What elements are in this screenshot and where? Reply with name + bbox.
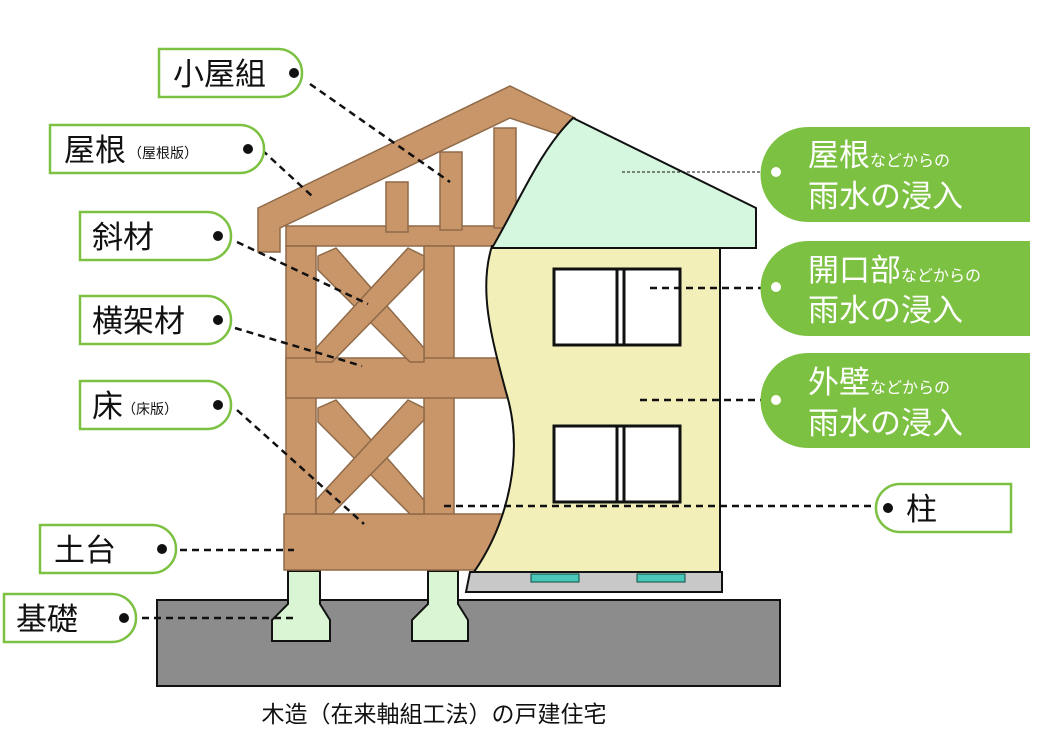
badge-opening-leak-line2: 雨水の浸入 — [808, 293, 963, 329]
label-kiso-dot — [119, 613, 129, 623]
badge-wall-leak-small: などからの — [870, 378, 950, 397]
truss-post-1 — [385, 181, 409, 233]
truss-post-2 — [439, 151, 463, 231]
badge-roof-leak-line2: 雨水の浸入 — [808, 179, 963, 215]
label-kiso-shape — [2, 592, 138, 644]
badge-opening-leak-dot — [771, 282, 781, 292]
label-yane-text: 屋根 — [64, 133, 126, 169]
vent-left — [530, 573, 580, 583]
vent-right — [636, 573, 686, 583]
label-yokogazai: 横架材 — [78, 294, 233, 346]
badge-wall-leak-big: 外壁 — [808, 365, 870, 401]
badge-opening-leak-big: 開口部 — [808, 253, 901, 289]
label-yane-shape — [48, 123, 266, 175]
badge-opening-leak: 開口部などからの 雨水の浸入 — [760, 241, 1030, 336]
badge-wall-leak-dot — [771, 395, 781, 405]
label-shazai: 斜材 — [78, 210, 233, 262]
label-hashira-dot — [883, 503, 893, 513]
label-hashira: 柱 — [874, 482, 1013, 534]
label-yokogazai-shape — [78, 294, 233, 346]
ground-slab — [156, 599, 781, 687]
brace-lower-b — [315, 399, 425, 515]
diagram-caption: 木造（在来軸組工法）の戸建住宅 — [262, 702, 607, 728]
label-koyagumi-text: 小屋組 — [173, 57, 266, 93]
label-yuka-shape — [78, 379, 233, 431]
label-dodai-dot — [157, 544, 167, 554]
badge-roof-leak-shape — [760, 127, 1030, 222]
label-dodai: 土台 — [38, 523, 178, 575]
leader-yuka — [236, 409, 365, 525]
badge-roof-leak-dot — [771, 167, 781, 177]
footing-left — [271, 570, 331, 642]
label-yuka-text: 床 — [92, 389, 123, 425]
label-koyagumi-dot — [289, 68, 299, 78]
badge-roof-leak-big: 屋根 — [808, 138, 870, 174]
footing-right — [411, 570, 469, 642]
label-yokogazai-text: 横架材 — [92, 304, 185, 340]
leader-lines-right — [444, 286, 884, 508]
label-yuka-sub: （床版） — [122, 402, 178, 418]
badge-wall-leak-title: 外壁などからの — [808, 365, 950, 401]
label-yuka: 床 （床版） — [78, 379, 233, 431]
badge-wall-leak-line2: 雨水の浸入 — [808, 406, 963, 442]
wood-frame — [257, 85, 576, 571]
badge-opening-leak-shape — [760, 241, 1030, 336]
floor-beam — [285, 357, 517, 399]
label-kiso: 基礎 — [2, 592, 138, 644]
label-yane-sub: （屋根版） — [128, 146, 198, 162]
badge-roof-leak-small: などからの — [870, 151, 950, 170]
label-yane-dot — [243, 144, 253, 154]
leader-koyagumi — [309, 82, 451, 184]
label-yane: 屋根 （屋根版） — [48, 123, 266, 175]
exterior-roof — [490, 116, 757, 249]
label-hashira-text: 柱 — [906, 492, 937, 528]
brace-upper-b — [315, 247, 425, 363]
badge-opening-leak-small: などからの — [901, 266, 981, 285]
badge-roof-leak-title: 屋根などからの — [808, 138, 950, 174]
label-shazai-text: 斜材 — [92, 220, 154, 256]
label-kiso-text: 基礎 — [16, 602, 78, 638]
label-dodai-shape — [38, 523, 178, 575]
leader-shazai — [236, 240, 369, 306]
label-yuka-dot — [213, 400, 223, 410]
label-shazai-dot — [213, 231, 223, 241]
label-koyagumi: 小屋組 — [157, 47, 304, 99]
label-shazai-shape — [78, 210, 233, 262]
label-yokogazai-dot — [213, 315, 223, 325]
badge-wall-leak-shape — [760, 353, 1030, 448]
badge-roof-leak: 屋根などからの 雨水の浸入 — [760, 127, 1030, 222]
label-koyagumi-shape — [157, 47, 304, 99]
vents — [530, 573, 686, 583]
label-dodai-text: 土台 — [54, 533, 116, 569]
roof-board — [257, 85, 576, 253]
window-upper — [552, 267, 682, 347]
window-lower — [552, 424, 682, 504]
badge-opening-leak-title: 開口部などからの — [808, 253, 981, 289]
leader-yokogazai — [234, 326, 363, 368]
label-hashira-shape — [874, 482, 1013, 534]
sill-plate — [283, 513, 515, 571]
badge-wall-leak: 外壁などからの 雨水の浸入 — [760, 353, 1030, 448]
leader-lines-left — [130, 82, 451, 620]
